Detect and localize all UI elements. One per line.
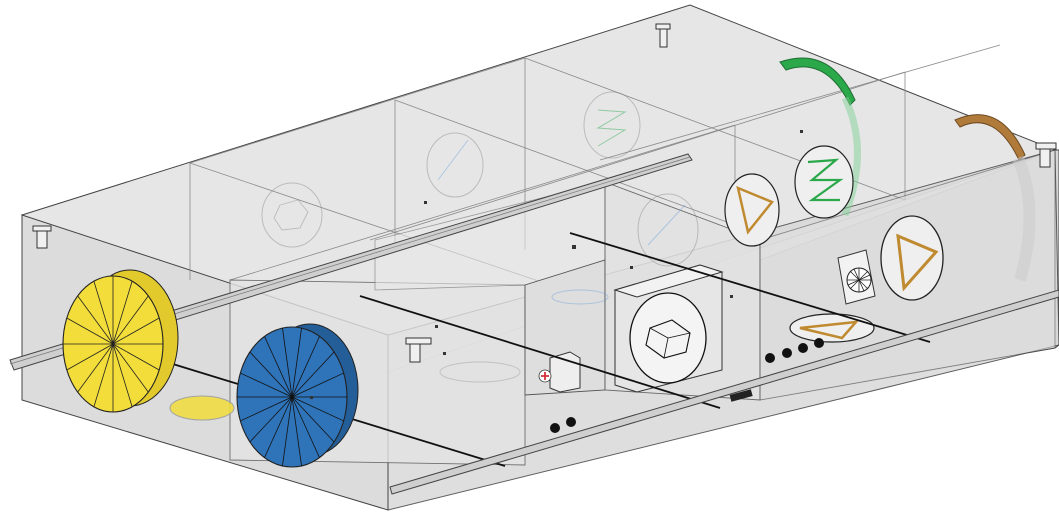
wheel-spoke: [112, 343, 149, 393]
wheel-spoke: [112, 343, 160, 371]
wheel-spoke: [93, 281, 114, 345]
wheel-spoke: [291, 396, 344, 422]
wheel-spoke: [240, 396, 293, 422]
faint-optics: [261, 91, 699, 383]
wheel-spoke: [291, 372, 344, 398]
wheel-spoke: [264, 396, 293, 458]
knob-cluster-left: [550, 417, 576, 433]
floor-rail: [389, 289, 1059, 495]
wheel-spoke: [282, 396, 293, 466]
wheel-spoke: [112, 317, 160, 345]
wheel-spoke: [291, 396, 320, 458]
small-markers: [310, 130, 803, 399]
knob-cluster-right: [765, 338, 824, 363]
green-filter-wheel-icon: [779, 57, 861, 217]
wheel-spoke: [66, 317, 114, 345]
hexagon-prism-icon: [613, 264, 724, 393]
wheel-spoke: [249, 396, 293, 443]
yellow-filter-wheel-icon: [62, 269, 179, 413]
brown-filter-wheel-icon: [954, 114, 1036, 282]
wheel-spoke: [93, 343, 114, 407]
wheel-spoke: [112, 343, 133, 407]
yellow-wheel-shadow: [169, 395, 235, 421]
wheel-spoke: [291, 336, 320, 398]
wheel-spoke: [291, 396, 302, 466]
wheel-spoke: [112, 281, 133, 345]
wheel-spoke: [249, 351, 293, 398]
mounting-brackets: [32, 23, 1057, 363]
triangle-prism-icon: [724, 173, 780, 247]
wheel-spoke: [282, 328, 293, 398]
wheel-spoke: [240, 372, 293, 398]
large-triangle-prism-icon: [880, 215, 944, 301]
wheel-spoke: [66, 343, 114, 371]
wheel-spoke: [291, 351, 335, 398]
connector-bolt: [729, 389, 753, 402]
zigzag-symbol-icon: [794, 145, 854, 219]
wheel-spoke: [77, 295, 114, 345]
floor-prism-icon: [789, 313, 875, 343]
wheel-spoke: [112, 295, 149, 345]
wheel-spoke: [77, 343, 114, 393]
wheel-spoke: [291, 328, 302, 398]
wheel-spoke: [264, 336, 293, 398]
fan-grille-icon: [837, 249, 876, 305]
wheel-spoke: [291, 396, 335, 443]
blue-filter-wheel-icon: [236, 323, 359, 468]
